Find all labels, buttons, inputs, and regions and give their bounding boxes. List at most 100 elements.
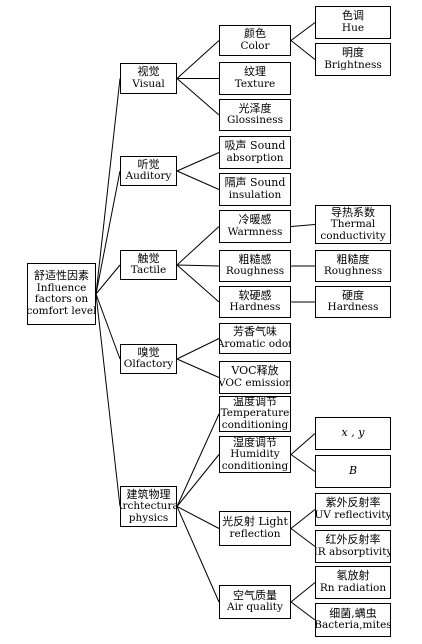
node-line: B	[348, 464, 358, 478]
node-line: Hardness	[229, 301, 281, 314]
node-tactile: 触觉 Tactile	[120, 250, 177, 280]
node-line: IR absorptivity	[315, 545, 391, 558]
node-line: Tactile	[130, 264, 167, 277]
node-line: 湿度调节	[233, 436, 277, 449]
connector-visual-to-glossiness	[176, 78, 220, 116]
connector-color-to-hue	[290, 22, 316, 41]
node-warmness: 冷暖感 Warmness	[219, 210, 291, 243]
node-auditory: 听觉 Auditory	[120, 156, 177, 186]
node-line: 芳香气味	[233, 325, 277, 339]
connector-air_quality-to-rn_radiation	[290, 582, 316, 603]
node-ir-absorptivity: 红外反射率 IR absorptivity	[315, 530, 391, 563]
node-rn-radiation: 氡放射 Rn radiation	[315, 566, 391, 599]
node-hardness: 软硬感 Hardness	[219, 286, 291, 318]
node-line: factors on	[34, 293, 89, 306]
connector-light_reflection-to-ir_absorptivity	[290, 528, 316, 547]
node-line: Bacteria,mites	[315, 619, 391, 632]
node-line: Humidity	[230, 447, 280, 460]
node-line: 明度	[342, 46, 364, 60]
node-line: 触觉	[137, 251, 160, 265]
node-architectural-physics: 建筑物理 Archtectural physics	[120, 486, 177, 527]
node-line: Rn radiation	[319, 581, 387, 594]
node-bacteria-mites: 细菌,螨虫 Bacteria,mites	[315, 603, 391, 637]
connector-tactile-to-warmness	[176, 226, 220, 266]
node-line: 氡放射	[336, 569, 370, 583]
connector-humidity_conditioning-to-xy	[290, 433, 316, 455]
node-line: 嗅觉	[137, 345, 160, 359]
node-voc-emission: VOC释放 VOC emission	[219, 361, 291, 394]
connector-olfactory-to-voc_emission	[176, 358, 220, 378]
node-line: 软硬感	[238, 288, 272, 302]
connector-root-to-tactile	[95, 264, 121, 295]
node-hue: 色调 Hue	[315, 6, 391, 39]
connector-root-to-olfactory	[95, 293, 121, 360]
node-line: conditioning	[221, 459, 289, 472]
node-line: comfort level	[27, 305, 96, 318]
node-line: physics	[128, 511, 169, 524]
node-line: 导热系数	[331, 205, 375, 219]
node-line: Warmness	[227, 225, 283, 238]
node-thermal-conductivity: 导热系数 Thermal conductivity	[315, 205, 391, 244]
node-line: 视觉	[137, 65, 160, 79]
node-line: reflection	[229, 527, 281, 540]
node-temperature-conditioning: 温度调节 Temperature conditioning	[219, 396, 291, 432]
node-line: 空气质量	[233, 588, 277, 602]
node-line: 紫外反射率	[325, 496, 381, 510]
node-line: Hue	[341, 21, 365, 34]
node-line: conductivity	[320, 229, 386, 242]
connector-architectural_physics-to-humidity_conditioning	[176, 454, 220, 507]
connector-light_reflection-to-uv_reflectivity	[290, 509, 316, 529]
node-line: 硬度	[342, 288, 364, 302]
node-line: 吸声 Sound	[224, 139, 286, 153]
node-line: 红外反射率	[325, 533, 381, 547]
node-humidity-conditioning: 湿度调节 Humidity conditioning	[219, 436, 291, 473]
node-line: Glossiness	[227, 114, 283, 127]
node-line: VOC释放	[231, 364, 279, 378]
connector-olfactory-to-aromatic_odor	[176, 338, 220, 360]
node-color: 颜色 Color	[219, 25, 291, 56]
node-line: Visual	[132, 77, 165, 90]
node-line: 光泽度	[238, 101, 272, 115]
node-line: Air quality	[227, 601, 283, 614]
node-glossiness: 光泽度 Glossiness	[219, 99, 291, 131]
node-visual: 视觉 Visual	[120, 63, 177, 94]
connector-architectural_physics-to-light_reflection	[176, 506, 220, 529]
connector-warmness-to-thermal_conductivity	[290, 224, 316, 227]
node-line: UV reflectivity	[315, 508, 391, 521]
connector-tactile-to-hardness	[176, 264, 220, 303]
node-sound-insulation: 隔声 Sound insulation	[219, 173, 291, 206]
node-line: 细菌,螨虫	[329, 606, 377, 620]
node-line: Auditory	[125, 170, 172, 183]
node-air-quality: 空气质量 Air quality	[219, 585, 291, 619]
node-line: Texture	[234, 77, 276, 90]
node-b-value: B	[315, 455, 391, 488]
connector-color-to-brightness	[290, 40, 316, 60]
connector-auditory-to-sound_insulation	[176, 170, 220, 190]
node-line: Brightness	[324, 58, 382, 71]
node-line: absorption	[226, 151, 284, 164]
node-uv-reflectivity: 紫外反射率 UV reflectivity	[315, 493, 391, 526]
connector-root-to-auditory	[95, 170, 121, 295]
node-line: 隔声 Sound	[224, 176, 286, 190]
node-line: conditioning	[221, 419, 289, 432]
connector-root-to-visual	[95, 78, 121, 295]
node-line: 颜色	[244, 27, 266, 41]
node-aromatic-odor: 芳香气味 Aromatic odor	[219, 323, 291, 354]
connector-visual-to-color	[176, 40, 220, 79]
node-line: 粗糙感	[238, 252, 272, 266]
node-roughness-degree: 粗糙度 Roughness	[315, 250, 391, 282]
node-xy-coordinates: x , y	[315, 417, 391, 450]
connector-humidity_conditioning-to-b	[290, 454, 316, 472]
node-line: Temperature	[220, 407, 290, 420]
connector-auditory-to-sound_absorption	[176, 152, 220, 172]
node-line: Color	[240, 39, 270, 52]
node-line: 色调	[342, 9, 364, 23]
node-olfactory: 嗅觉 Olfactory	[120, 344, 177, 374]
node-line: insulation	[228, 188, 282, 201]
node-sound-absorption: 吸声 Sound absorption	[219, 136, 291, 169]
node-line: Hardness	[327, 301, 379, 314]
node-brightness: 明度 Brightness	[315, 43, 391, 76]
connector-air_quality-to-bacteria_mites	[290, 601, 316, 621]
